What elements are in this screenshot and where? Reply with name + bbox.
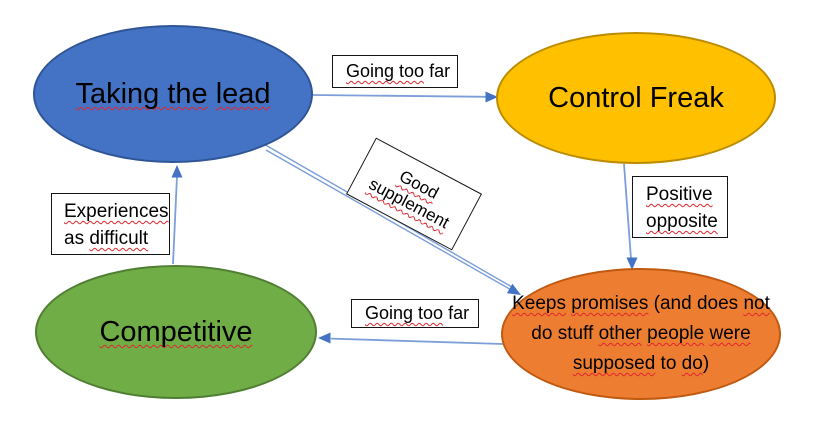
node-taking-the-lead: Taking the lead [33,25,313,163]
edge-label-going-too-far-bottom: Going too far [351,299,479,328]
node-competitive-label: Competitive [99,316,253,348]
edge-label-going-too-far-top: Going too far [332,55,458,88]
arrow-lead-to-control-freak [312,91,498,103]
keeps-promises-line-3: supposed to do) [572,353,710,374]
keeps-promises-line-2: do stuff other people were [531,323,751,344]
node-competitive: Competitive [35,265,317,399]
node-keeps-promises: Keeps promises (and does not do stuff ot… [501,268,781,400]
keeps-promises-line-1: Keeps promises (and does not [512,293,770,314]
edge-label-experiences-as-difficult: Experiences as difficult [51,193,170,255]
positive-opposite-line-2: opposite [646,211,718,232]
arrow-control-freak-to-keeps-promises [623,163,638,270]
node-control-freak: Control Freak [496,32,776,164]
arrow-keeps-promises-to-competitive [318,332,504,345]
experiences-line-2: as difficult [64,228,149,249]
node-taking-the-lead-label: Taking the lead [75,78,271,110]
edge-label-positive-opposite: Positive opposite [632,176,728,238]
arrow-competitive-to-lead [171,165,183,265]
node-control-freak-label: Control Freak [548,82,724,114]
positive-opposite-line-1: Positive [646,184,713,205]
experiences-line-1: Experiences [64,201,169,222]
node-keeps-promises-label: Keeps promises (and does not do stuff ot… [503,289,779,379]
